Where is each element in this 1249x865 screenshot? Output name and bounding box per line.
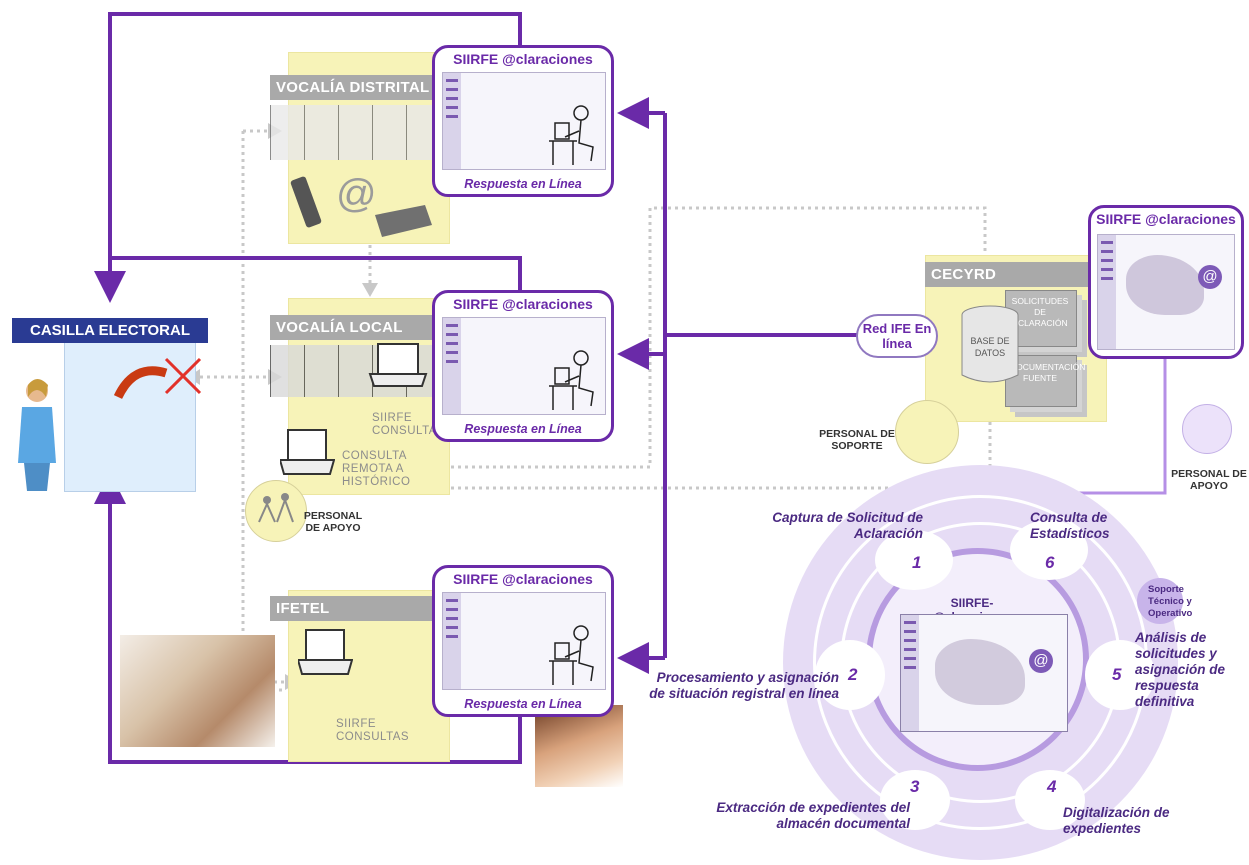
step-text-4: Digitalización de expedientes	[1063, 805, 1170, 836]
base-datos-label: BASE DE DATOS	[970, 336, 1010, 358]
step-blob-4	[1015, 770, 1085, 830]
red-ife-cloud: Red IFE En línea	[856, 314, 938, 358]
personal-soporte-label: PERSONAL DE SOPORTE	[819, 428, 895, 452]
step-text-6: Consulta de Estadísticos	[1030, 510, 1110, 541]
vocalia-distrital-title: VOCALÍA DISTRITAL	[270, 75, 450, 100]
step-blob-3	[880, 770, 950, 830]
bubble-footer: Respuesta en Línea	[464, 422, 582, 436]
siirfe-bubble-cecyrd: SIIRFE @claraciones @	[1088, 205, 1244, 359]
operator-headset-photo	[535, 705, 623, 787]
step-text-1: Captura de Solicitud de Aclaración	[772, 510, 923, 541]
personal-apoyo-cecyrd-circle	[1182, 404, 1232, 454]
step-text-3: Extracción de expedientes del almacén do…	[716, 800, 910, 831]
siirfe-bubble-distrital: SIIRFE @claraciones Respuesta en Línea	[432, 45, 614, 197]
personal-apoyo-local-label: PERSONAL DE APOYO	[303, 510, 363, 534]
mexico-map-image	[935, 639, 1025, 705]
step-number-5: 5	[1112, 665, 1122, 684]
doc-solicitudes-label: SOLICITUDES DE ACLARACIÓN	[1011, 296, 1069, 328]
step-blob-6	[1010, 520, 1088, 580]
vocalia-local-siirfe-consultas: SIIRFE CONSULTAS	[372, 412, 446, 437]
laptop-icon	[368, 343, 428, 387]
at-logo-icon: @	[1029, 649, 1053, 673]
bubble-footer: Respuesta en Línea	[464, 697, 582, 711]
step-number-1: 1	[912, 553, 922, 572]
step-blob-2	[815, 640, 885, 710]
vocalia-local-title: VOCALÍA LOCAL	[270, 315, 450, 340]
app-screen-thumbnail	[442, 592, 606, 690]
bubble-title: SIIRFE @claraciones	[453, 296, 593, 312]
step-blob-1	[875, 530, 953, 590]
woman-clerk-icon	[18, 379, 56, 491]
bubble-title: SIIRFE @claraciones	[453, 51, 593, 67]
curved-arrow-icon	[113, 366, 168, 400]
soporte-circle	[1137, 578, 1183, 624]
app-screen-thumbnail	[442, 317, 606, 415]
laptop-remote-icon	[280, 429, 335, 475]
step-number-4: 4	[1047, 777, 1057, 796]
person-at-desk-icon	[549, 350, 594, 410]
ifetel-laptop-icon	[298, 629, 353, 675]
doc-fuente-label: DOCUMENTACIÓN FUENTE	[1010, 362, 1086, 383]
distrital-table-image	[270, 105, 440, 160]
svg-text:@: @	[336, 172, 377, 216]
people-icon	[258, 493, 294, 523]
bubble-footer: Respuesta en Línea	[464, 177, 582, 191]
app-screen-thumbnail	[442, 72, 606, 170]
bubble-title: SIIRFE @claraciones	[1096, 211, 1236, 227]
phone-at-fax-icon: @	[290, 172, 432, 237]
ifetel-siirfe-consultas: SIIRFE CONSULTAS	[336, 718, 410, 743]
personal-apoyo-circle	[245, 480, 307, 542]
casilla-sheet	[64, 325, 196, 492]
personal-soporte-circle	[895, 400, 959, 464]
step-blob-5	[1085, 640, 1155, 710]
casilla-electoral: CASILLA ELECTORAL	[12, 303, 212, 493]
step-number-3: 3	[910, 777, 920, 796]
step-number-2: 2	[848, 665, 858, 684]
at-logo-icon: @	[1198, 265, 1222, 289]
database-cylinder-icon	[961, 305, 1019, 383]
siirfe-bubble-ifetel: SIIRFE @claraciones Respuesta en Línea	[432, 565, 614, 717]
app-map-thumbnail: @	[1097, 234, 1235, 350]
mexico-map-image	[1126, 255, 1204, 315]
personal-apoyo-cecyrd-label: PERSONAL DE APOYO	[1171, 468, 1247, 492]
woman-phone-photo	[120, 635, 275, 747]
consulta-remota-label: CONSULTA REMOTA A HISTÓRICO	[342, 450, 411, 488]
casilla-red-x-icon	[164, 357, 202, 395]
soporte-label: Soporte Técnico y Operativo	[1148, 584, 1193, 619]
casilla-title: CASILLA ELECTORAL	[12, 318, 208, 343]
step-text-2: Procesamiento y asignación de situación …	[649, 670, 839, 701]
siirfe-bubble-local: SIIRFE @claraciones Respuesta en Línea	[432, 290, 614, 442]
cycle-app-screenshot: @	[900, 614, 1068, 732]
step-text-5: Análisis de solicitudes y asignación de …	[1135, 630, 1226, 709]
step-number-6: 6	[1045, 553, 1055, 572]
bubble-title: SIIRFE @claraciones	[453, 571, 593, 587]
cecyrd-title: CECYRD	[925, 262, 1105, 287]
person-at-desk-icon	[549, 625, 594, 685]
person-at-desk-icon	[549, 105, 594, 165]
ifetel-title: IFETEL	[270, 596, 450, 621]
